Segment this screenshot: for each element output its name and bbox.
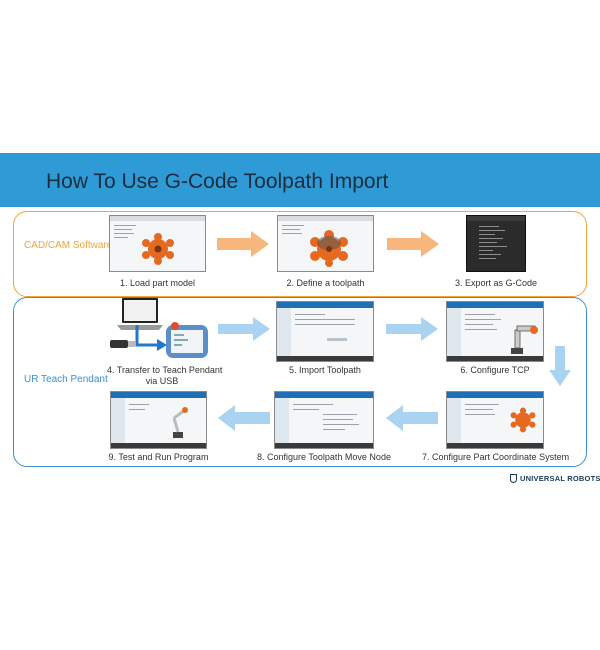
- arrow-6-to-7: [549, 346, 571, 386]
- universal-robots-logo: UNIVERSAL ROBOTS: [510, 474, 600, 483]
- step-5-caption: 5. Import Toolpath: [289, 365, 361, 375]
- step-4-caption: 4. Transfer to Teach Pendant via USB: [107, 365, 222, 387]
- transfer-arrow-icon: [135, 325, 167, 351]
- cad-cam-label: CAD/CAM Software: [24, 240, 113, 251]
- logo-text: UNIVERSAL ROBOTS: [520, 474, 600, 483]
- step-6-screenshot: [446, 301, 544, 362]
- arrow-1-to-2: [217, 231, 269, 257]
- arrow-7-to-8: [386, 405, 438, 431]
- arrow-2-to-3: [387, 231, 439, 257]
- step-1-screenshot: [109, 215, 206, 272]
- laptop-icon: [117, 298, 163, 330]
- usb-stick-icon: [110, 340, 135, 348]
- step-9-caption: 9. Test and Run Program: [108, 452, 209, 462]
- step-8-caption: 8. Configure Toolpath Move Node: [257, 452, 391, 462]
- page-title: How To Use G-Code Toolpath Import: [46, 170, 389, 193]
- arrow-8-to-9: [218, 405, 270, 431]
- step-1-part-model-icon: [142, 233, 174, 265]
- step-6-caption: 6. Configure TCP: [460, 365, 530, 375]
- ur-logo-icon: [510, 474, 517, 483]
- step-7-screenshot: [446, 391, 544, 449]
- arrow-5-to-6: [386, 317, 438, 341]
- step-4-caption-line-1: 4. Transfer to Teach Pendant: [107, 365, 223, 375]
- step-3-screenshot: [466, 215, 526, 272]
- title-banner: [0, 153, 600, 207]
- step-4-caption-line-2: via USB: [145, 376, 179, 386]
- step-5-screenshot: [276, 301, 374, 362]
- step-6-robot-icon: [511, 325, 538, 354]
- step-7-caption: 7. Configure Part Coordinate System: [422, 452, 570, 462]
- step-2-screenshot: [277, 215, 374, 272]
- ur-teach-pendant-label: UR Teach Pendant: [24, 374, 108, 385]
- step-8-screenshot: [274, 391, 374, 449]
- step-9-robot-icon: [172, 407, 188, 438]
- step-9-screenshot: [110, 391, 207, 449]
- step-1-caption: 1. Load part model: [119, 278, 196, 288]
- step-7-part-icon: [510, 407, 536, 433]
- arrow-4-to-5: [218, 317, 270, 341]
- step-2-caption: 2. Define a toolpath: [286, 278, 365, 288]
- teach-pendant-icon: [166, 322, 208, 358]
- step-3-caption: 3. Export as G-Code: [454, 278, 538, 288]
- step-2-toolpath-part-icon: [310, 230, 348, 267]
